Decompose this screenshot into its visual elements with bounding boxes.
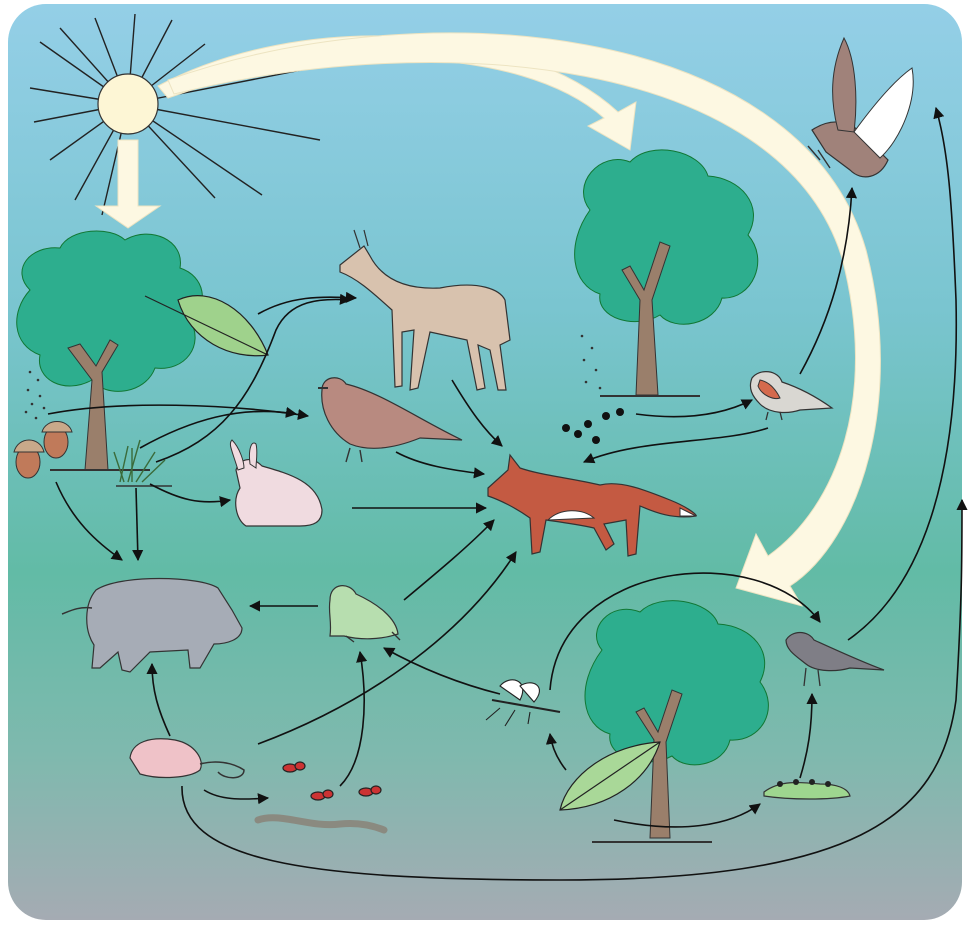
food-web-canvas	[0, 0, 968, 926]
food-web-diagram	[0, 0, 968, 926]
